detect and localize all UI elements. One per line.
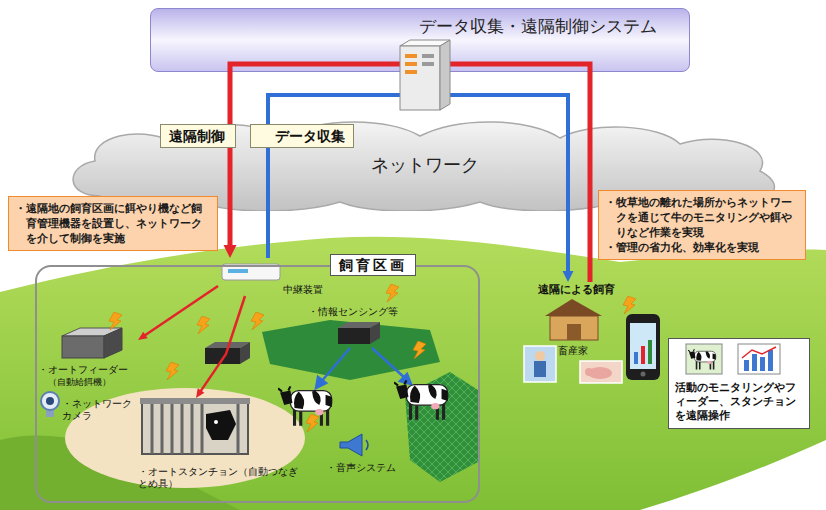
node-text: 中継装置 (283, 284, 323, 296)
node-text: 遠隔による飼育 (538, 283, 615, 297)
node-text: ・情報センシング等 (308, 306, 408, 318)
farmer-photo (524, 346, 556, 382)
pig-photo (580, 361, 622, 383)
arrowhead (138, 332, 148, 340)
pasture-ground (0, 237, 826, 510)
feeder-unit: ・オートフィーダー（自動給餌機） (38, 328, 138, 388)
arrowhead (224, 245, 237, 258)
relay-device: 中継装置 (218, 258, 323, 296)
node-text: （自動給餌機） (38, 376, 138, 388)
camera-icon (41, 392, 59, 417)
connector-line (430, 72, 568, 272)
feeder-icon (62, 328, 122, 358)
grass-patch (262, 320, 440, 380)
connector (138, 286, 218, 340)
node-text: ・牧草地の離れた場所からネットワークを通じて牛のモニタリングや餌やりなど作業を実… (605, 195, 799, 240)
farmer-label: 畜産家 (520, 342, 624, 384)
connector-line (268, 72, 410, 258)
remote-farm: 遠隔による飼育 (535, 282, 617, 340)
cow-monitor-icon (686, 344, 722, 374)
sensor-icon (338, 322, 380, 344)
connector (268, 72, 410, 258)
smartphone-icon (626, 314, 660, 380)
connector (196, 296, 245, 398)
barn-icon (545, 299, 602, 340)
note-callout: ・牧草地の離れた場所からネットワークを通じて牛のモニタリングや餌やりなど作業を実… (598, 190, 806, 260)
cow-icon (394, 380, 448, 419)
node-text: 畜産家 (558, 345, 624, 357)
connector-line (145, 286, 218, 336)
arrowhead (196, 388, 204, 398)
edge-label: データ収集 (250, 124, 354, 148)
node-text: ・ネットワークカメラ (62, 398, 138, 422)
connector (430, 72, 574, 282)
node-text: ・管理の省力化、効率化を実現 (605, 240, 799, 255)
network-camera: ・ネットワークカメラ (38, 388, 138, 432)
node-text: ネットワーク (371, 153, 479, 177)
sensor-arrows (316, 348, 411, 388)
stanchion-unit: ・オートスタンチョン（自動つなぎとめ具） (138, 398, 298, 490)
region-title: 飼育区画 (330, 254, 416, 276)
edge-label: 遠隔制御 (160, 124, 236, 148)
speaker-icon (340, 434, 368, 456)
node-text: ・音声システム (326, 462, 410, 474)
connector-line (228, 72, 233, 246)
speaker-system: ・音声システム (326, 430, 410, 474)
wireless-bolts (109, 284, 636, 432)
stanchion-icon (140, 398, 250, 454)
connector (224, 72, 237, 258)
node-text: 活動のモニタリングやフィーダー、スタンチョンを遠隔操作 (675, 381, 803, 423)
sensor-device: ・情報センシング等 (308, 306, 408, 350)
server-icon (400, 40, 450, 110)
pen-region: 飼育区画中継装置・情報センシング等・オートフィーダー（自動給餌機）・ネットワーク… (35, 265, 480, 503)
node-text: ・遠隔地の飼育区画に餌やり機など飼育管理機器を設置し、ネットワークを介して制御を… (15, 201, 211, 246)
node-text: ・オートスタンチョン（自動つなぎとめ具） (138, 466, 298, 490)
node-text: データ収集・遠隔制御システム (401, 16, 675, 36)
chart-icon (738, 344, 780, 374)
note-callout: ・遠隔地の飼育区画に餌やり機など飼育管理機器を設置し、ネットワークを介して制御を… (8, 196, 218, 251)
node-text: ・オートフィーダー (38, 364, 138, 376)
connector-line (588, 72, 593, 282)
cow-icon (278, 386, 332, 425)
connector (590, 72, 591, 282)
arrowhead (563, 271, 574, 282)
connector-line (201, 296, 245, 391)
